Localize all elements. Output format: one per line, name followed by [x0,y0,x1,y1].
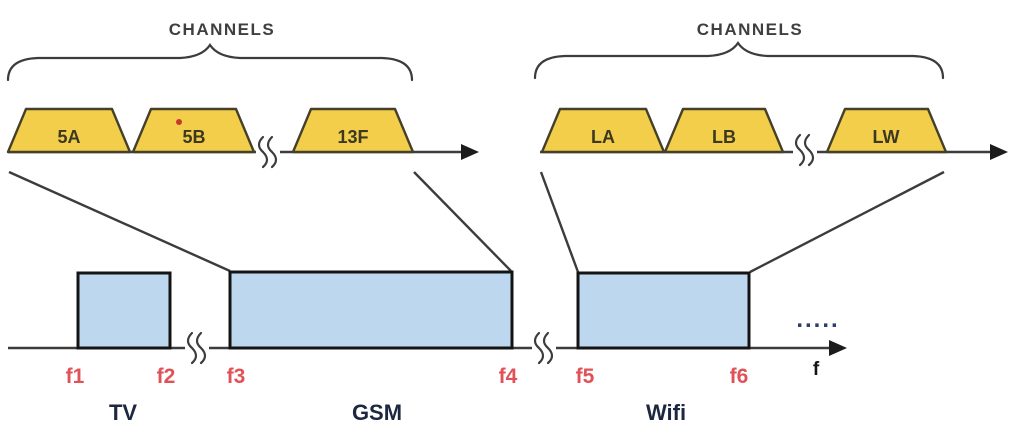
channel-axis-left-arrow-icon [461,144,479,160]
channel-label-lw: LW [873,127,900,147]
brace-left-icon [6,43,414,82]
freq-label-f2: f2 [157,365,176,388]
frequency-axis-label: f [813,359,820,380]
channels-title-right: CHANNELS [697,20,803,39]
freq-label-f5: f5 [576,365,595,388]
axis-break-icon [532,331,556,365]
channel-label-lb: LB [712,127,736,147]
connector-line-wifi-right [749,170,945,274]
freq-label-f6: f6 [730,365,749,388]
channel-shape-5a [6,107,132,154]
frequency-axis-arrow-icon [829,340,847,356]
band-label-wifi: Wifi [646,400,686,425]
channel-label-la: LA [591,127,615,147]
channel-trapezoid-la: LA [540,107,666,154]
channel-trapezoid-13f: 13F [291,107,415,154]
channel-shape-lb [663,107,785,154]
channel-shape-5b [131,107,256,154]
band-label-gsm: GSM [352,400,402,425]
brace-right-icon [533,41,945,80]
axis-break-icon [793,133,817,167]
channel-label-5b: 5B [182,127,205,147]
band-rect-gsm [228,270,514,350]
channel-shape-13f [291,107,415,154]
freq-label-f4: f4 [499,365,518,388]
channel-shape-lw [825,107,948,154]
channel-trapezoid-5b: 5B [131,107,256,154]
red-dot-artifact [176,119,182,125]
band-rect-tv [76,271,172,350]
freq-label-f3: f3 [227,365,246,388]
band-rect-wifi [576,271,751,350]
connector-line-wifi-left [539,171,580,273]
channel-label-5a: 5A [57,127,80,147]
connector-line-gsm-right [413,171,512,272]
band-label-tv: TV [109,400,137,425]
channel-label-13f: 13F [337,127,368,147]
channel-trapezoid-lb: LB [663,107,785,154]
channel-trapezoid-lw: LW [825,107,948,154]
channel-trapezoid-5a: 5A [6,107,132,154]
continuation-dots: ..... [796,306,839,333]
connector-line-gsm-left [8,170,231,273]
channel-axis-right-arrow-icon [990,144,1008,160]
freq-label-f1: f1 [66,365,85,388]
axis-break-icon [256,135,280,169]
axis-break-icon [185,331,209,365]
channels-title-left: CHANNELS [169,20,275,39]
